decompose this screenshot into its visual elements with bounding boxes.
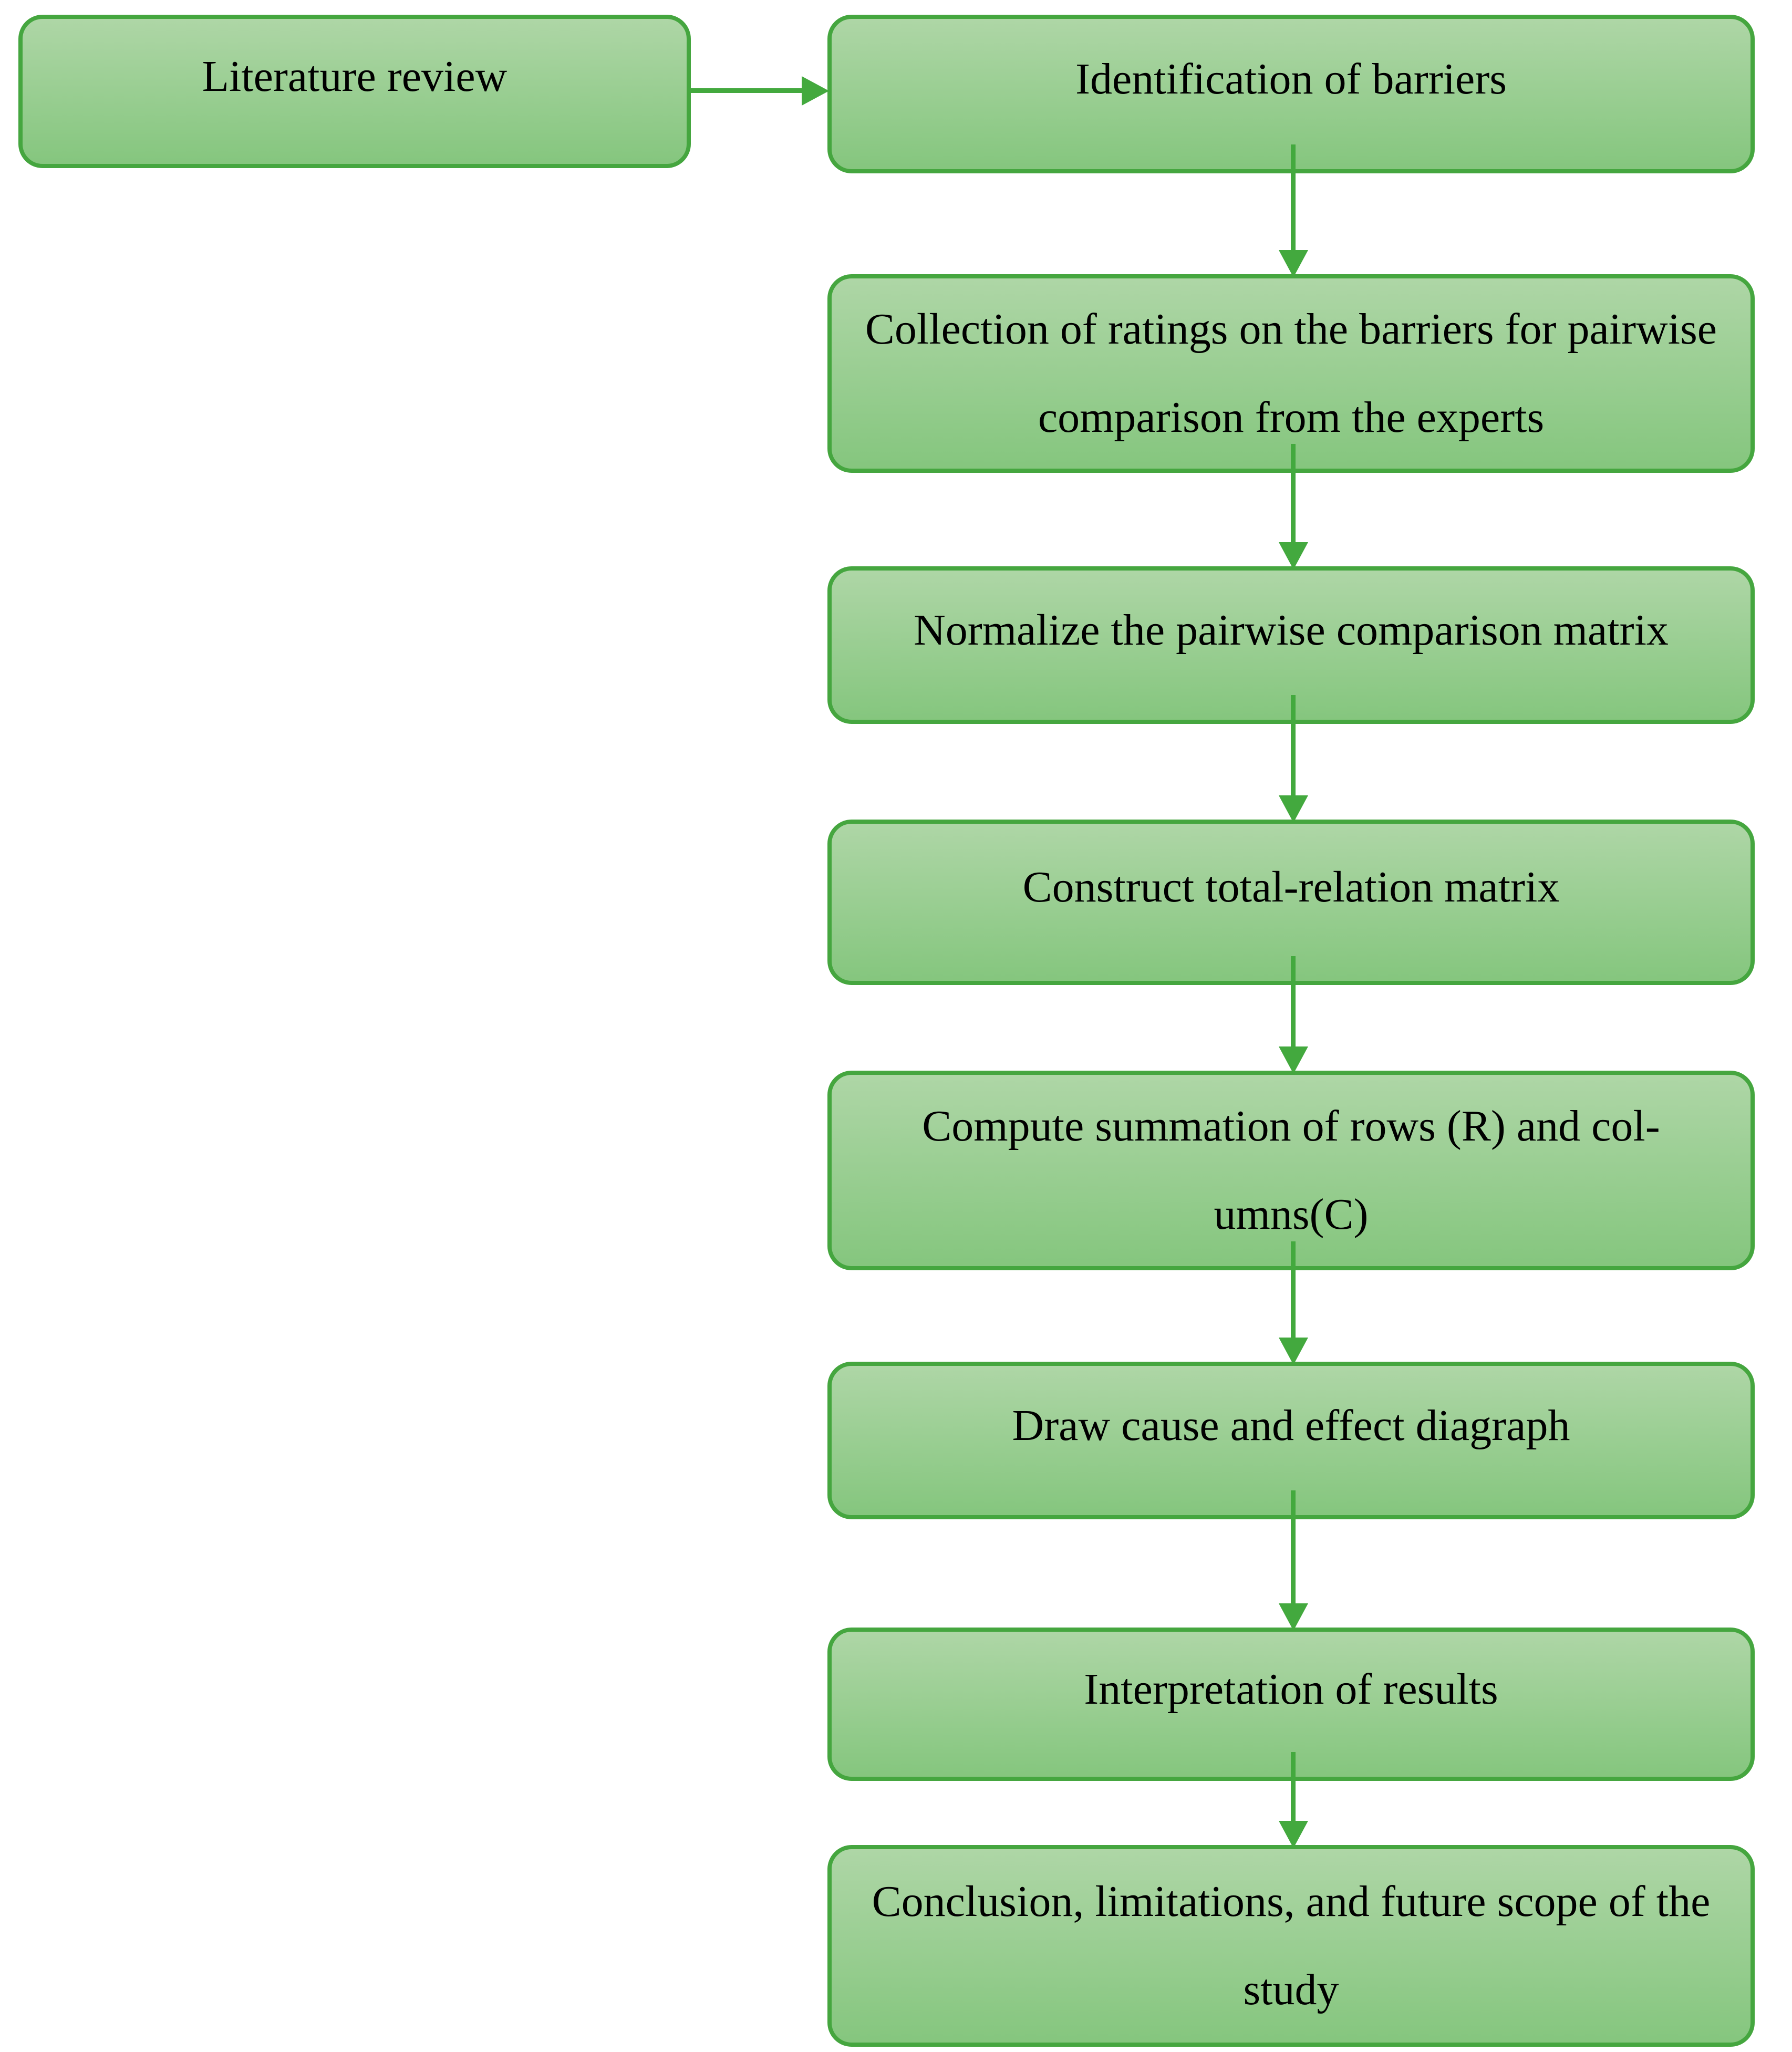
arrow-summation-to-cause-effect — [1279, 1241, 1308, 1365]
arrow-collection-to-normalize — [1279, 444, 1308, 569]
flow-box-label-line2: umns(C) — [1214, 1190, 1369, 1239]
flow-box-label-line1: Compute summation of rows (R) and col- — [922, 1101, 1660, 1151]
arrow-line — [689, 88, 802, 93]
flow-box-conclusion-limitations-future-scope: Conclusion, limitations, and future scop… — [827, 1845, 1755, 2047]
flow-box-label-line1: Conclusion, limitations, and future scop… — [872, 1877, 1711, 1926]
arrow-head-right-icon — [802, 76, 829, 106]
arrow-line — [1291, 1241, 1296, 1339]
arrow-line — [1291, 1490, 1296, 1604]
arrow-cause-effect-to-interpretation — [1279, 1490, 1308, 1631]
flow-box-compute-summation: Compute summation of rows (R) and col- u… — [827, 1071, 1755, 1270]
arrow-head-down-icon — [1279, 1046, 1308, 1074]
flow-box-label: Interpretation of results — [1084, 1664, 1498, 1714]
arrow-identification-to-collection — [1279, 144, 1308, 277]
arrow-line — [1291, 956, 1296, 1048]
flow-box-label: Normalize the pairwise comparison matrix — [914, 605, 1669, 655]
flow-box-collection-of-ratings: Collection of ratings on the barriers fo… — [827, 274, 1755, 473]
flow-box-label: Identification of barriers — [1075, 54, 1507, 103]
flow-box-label-line2: comparison from the experts — [1038, 393, 1545, 442]
arrow-head-down-icon — [1279, 542, 1308, 569]
flow-box-label-line1: Collection of ratings on the barriers fo… — [865, 304, 1717, 354]
arrow-normalize-to-total-relation — [1279, 695, 1308, 823]
flow-box-label: Draw cause and effect diagraph — [1012, 1401, 1570, 1450]
arrow-line — [1291, 444, 1296, 543]
flow-box-label: Construct total-relation matrix — [1022, 863, 1560, 912]
arrow-line — [1291, 1752, 1296, 1822]
arrow-literature-to-identification — [689, 76, 829, 106]
arrow-line — [1291, 144, 1296, 251]
arrow-head-down-icon — [1279, 250, 1308, 277]
arrow-head-down-icon — [1279, 1821, 1308, 1848]
arrow-line — [1291, 695, 1296, 796]
arrow-interpretation-to-conclusion — [1279, 1752, 1308, 1848]
arrow-head-down-icon — [1279, 795, 1308, 823]
arrow-head-down-icon — [1279, 1338, 1308, 1365]
flow-box-label-line2: study — [1243, 1965, 1339, 2014]
arrow-total-relation-to-summation — [1279, 956, 1308, 1074]
flow-box-label: Literature review — [202, 51, 507, 101]
flow-box-literature-review: Literature review — [18, 15, 691, 168]
arrow-head-down-icon — [1279, 1603, 1308, 1631]
